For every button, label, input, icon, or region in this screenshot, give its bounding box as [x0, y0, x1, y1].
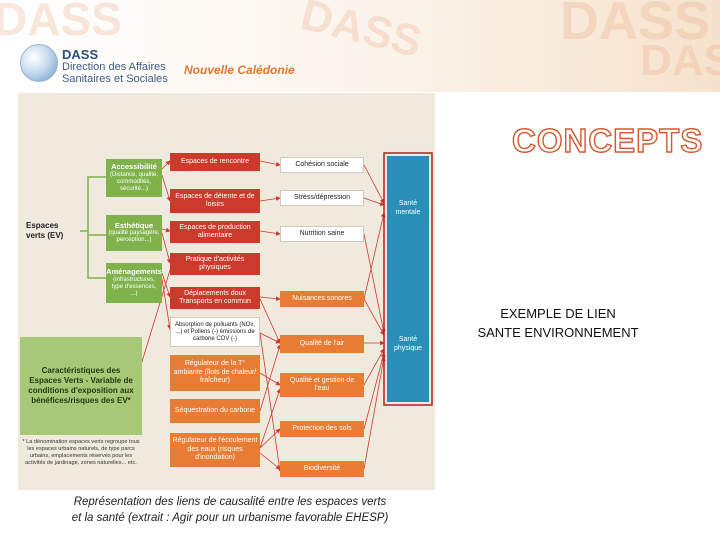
ev-label: Espaces verts (EV) [26, 221, 63, 241]
physical-health-line2: physique [393, 344, 423, 352]
right-box-social-cohesion: Cohésion sociale [280, 157, 364, 173]
mid-box-food-production: Espaces de production alimentaire [170, 221, 260, 243]
mid-box-water-flow-regulator: Régulateur de l'écoulement des eaux (ris… [170, 433, 260, 467]
watermark-4: DASS [640, 36, 720, 85]
mental-health-line2: mentale [395, 208, 421, 216]
header-banner: DASS DASS DASS DASS DASS Direction des A… [0, 0, 720, 92]
mental-health-label: Santé mentale [387, 200, 429, 217]
mental-health-line1: Santé [398, 200, 418, 207]
mid-box-carbon-sequestration: Séquestration du carbone [170, 399, 260, 423]
right-box-water-quality: Qualité et gestion de l'eau [280, 373, 364, 397]
health-column: Santé mentale Santé physique [387, 156, 429, 402]
watermark-1: DASS [0, 0, 122, 45]
caption-line2: et la santé (extrait : Agir pour un urba… [71, 512, 389, 524]
example-caption: EXEMPLE DE LIEN SANTE ENVIRONNEMENT [448, 304, 668, 342]
mid-box-physical-activity: Pratique d'activités physiques [170, 253, 260, 275]
logo-title: DASS [62, 47, 99, 62]
slide-title: CONCEPTS [511, 121, 704, 159]
right-box-stress: Stress/dépression [280, 190, 364, 206]
right-box-soil-protection: Protection des sols [280, 421, 364, 437]
mid-box-leisure-spaces: Espaces de détente et de loisirs [170, 189, 260, 213]
right-box-air-quality: Qualité de l'air [280, 335, 364, 353]
aesthetics-title: Esthétique [114, 220, 154, 230]
mid-box-temperature-regulator: Régulateur de la T° ambiante (îlots de c… [170, 355, 260, 391]
logo-line2: Sanitaires et Sociales [62, 73, 168, 85]
amenities-box: Aménagements (infrastructures, type d'es… [106, 263, 162, 303]
accessibility-box: Accessibilité (Distance, qualité, commod… [106, 159, 162, 197]
definition-note: * La dénomination espaces verts regroupe… [22, 439, 140, 466]
right-box-biodiversity: Biodiversité [280, 461, 364, 477]
right-box-nutrition: Nutrition saine [280, 226, 364, 242]
region-name: Nouvelle Calédonie [184, 63, 295, 77]
dass-logo-icon [20, 44, 58, 82]
ev-title2: verts (EV) [26, 231, 64, 240]
link-arrows [80, 152, 433, 472]
watermark-2: DASS [296, 0, 427, 68]
example-line2: SANTE ENVIRONNEMENT [477, 325, 639, 340]
mid-box-pollutant-absorption: Absorption de polluants (NOx, ...) et Po… [170, 317, 260, 347]
example-line1: EXEMPLE DE LIEN [500, 306, 616, 321]
ev-title: Espaces [26, 221, 59, 230]
aesthetics-detail: (qualité paysagère, perception...) [108, 230, 160, 244]
figure-caption: Représentation des liens de causalité en… [20, 494, 440, 526]
mid-box-meeting-spaces: Espaces de rencontre [170, 153, 260, 171]
mid-box-soft-mobility: Déplacements doux Transports en commun [170, 287, 260, 309]
aesthetics-box: Esthétique (qualité paysagère, perceptio… [106, 215, 162, 251]
ev-characteristics-box: Caractéristiques des Espaces Verts - Var… [20, 337, 142, 435]
physical-health-line1: Santé [398, 336, 418, 343]
causality-diagram: Espaces verts (EV) Accessibilité (Distan… [18, 93, 435, 490]
caption-line1: Représentation des liens de causalité en… [73, 496, 387, 508]
amenities-detail: (infrastructures, type d'essences, ...) [111, 276, 157, 297]
logo-line1: Direction des Affaires [62, 61, 166, 73]
physical-health-label: Santé physique [387, 336, 429, 353]
watermark-3: DASS [560, 0, 711, 51]
accessibility-detail: (Distance, qualité, commodités, sécurité… [109, 171, 159, 192]
right-box-noise: Nuisances sonores [280, 291, 364, 307]
accessibility-title: Accessibilité [111, 162, 157, 172]
amenities-title: Aménagements [106, 267, 162, 277]
